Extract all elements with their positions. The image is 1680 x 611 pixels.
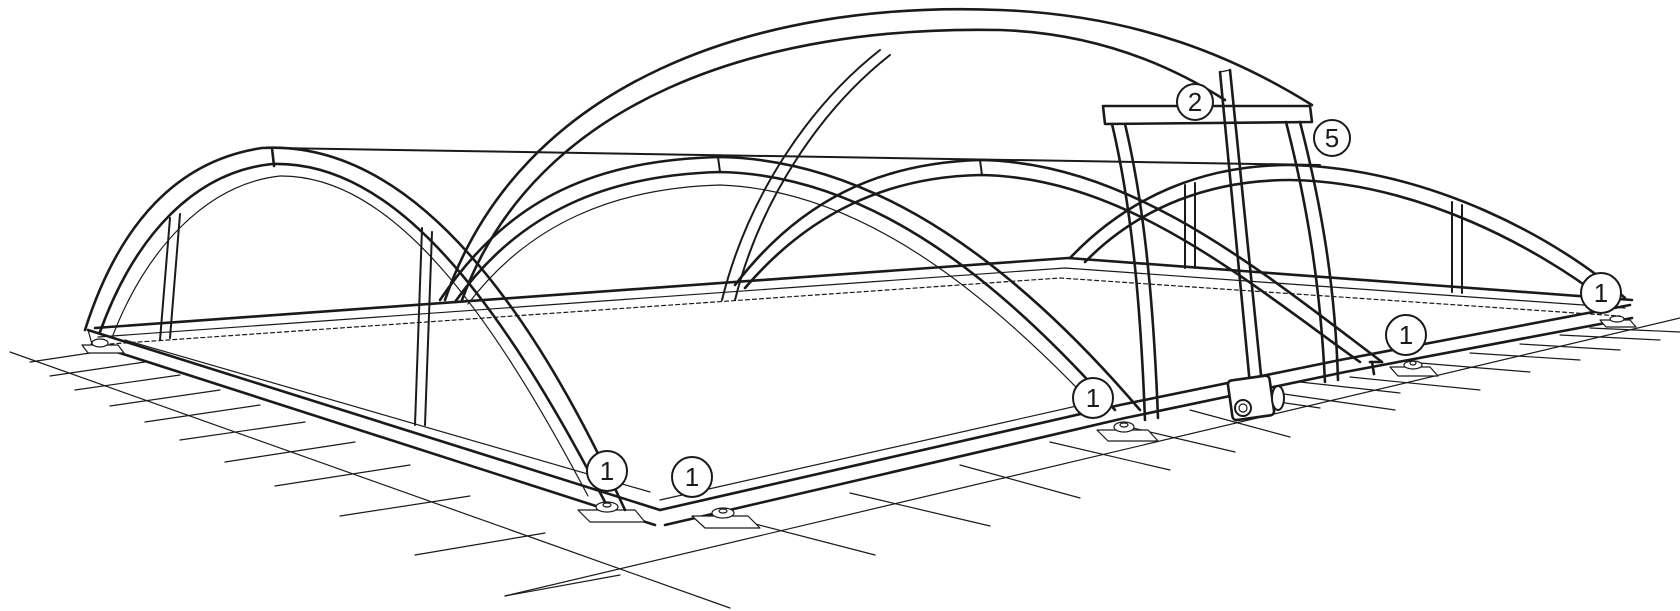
arch-segment-right-middle <box>733 158 1384 364</box>
arch-segment-left <box>83 146 1321 512</box>
anchor-plate <box>1096 421 1159 442</box>
callout-label: 5 <box>1325 123 1339 153</box>
anchor-plates <box>81 315 1637 529</box>
callout-label: 1 <box>600 456 614 486</box>
callout-1-c: 1 <box>1072 377 1114 419</box>
anchor-plate <box>1389 360 1439 377</box>
callout-label: 2 <box>1188 87 1202 117</box>
anchor-plate <box>81 338 125 354</box>
anchor-plate <box>577 501 646 523</box>
callout-5: 5 <box>1313 119 1351 157</box>
callout-label: 1 <box>1594 278 1608 308</box>
end-panel-legs <box>1110 120 1340 422</box>
arch-segment-tall <box>443 7 1314 302</box>
ground-hatch-left <box>9 349 731 609</box>
arch-end-right-short <box>1368 360 1384 376</box>
winch-lever <box>1218 68 1285 422</box>
callout-label: 1 <box>1086 383 1100 413</box>
pool-deck <box>86 256 1634 527</box>
arch-segment-middle <box>438 155 1142 412</box>
ground-hatch-right <box>504 317 1680 597</box>
anchor-plate <box>1599 315 1637 328</box>
anchor-plate <box>691 507 761 529</box>
callout-1-d: 1 <box>1385 314 1427 356</box>
callout-1-b: 1 <box>671 456 713 498</box>
callout-2: 2 <box>1176 83 1214 121</box>
callout-1-e: 1 <box>1580 272 1622 314</box>
callout-1-a: 1 <box>586 450 628 492</box>
callout-label: 1 <box>685 462 699 492</box>
callout-label: 1 <box>1399 320 1413 350</box>
